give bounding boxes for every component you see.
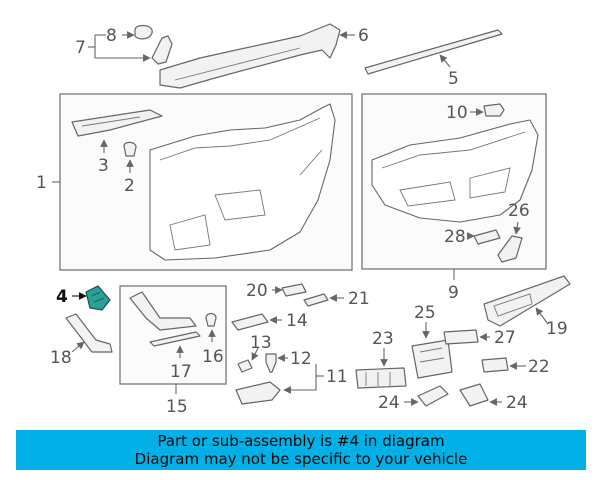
part-10-clip — [483, 103, 505, 117]
callout-22: 22 — [528, 357, 550, 377]
part-12-screw — [265, 353, 277, 373]
callout-5: 5 — [448, 69, 459, 89]
part-14-cover — [231, 313, 269, 331]
part-26-handle-bezel — [497, 235, 523, 263]
callout-26: 26 — [508, 201, 530, 221]
part-28-switch — [473, 229, 501, 245]
callout-27: 27 — [494, 328, 516, 348]
part-22-switch — [481, 357, 509, 373]
part-2-clip — [123, 141, 137, 157]
part-3-trim-piece — [71, 109, 163, 137]
part-5-weatherstrip — [364, 29, 503, 75]
callout-14: 14 — [286, 311, 308, 331]
part-8-clip — [134, 24, 153, 40]
part-16-clip — [205, 312, 217, 327]
part-11-handle — [235, 381, 281, 405]
callout-2: 2 — [124, 176, 135, 196]
callout-28: 28 — [444, 227, 466, 247]
callout-19: 19 — [546, 319, 568, 339]
part-20-cap — [281, 283, 307, 297]
callout-17: 17 — [170, 362, 192, 382]
callout-23: 23 — [372, 329, 394, 349]
part-7-bracket — [151, 35, 173, 65]
part-24-left — [417, 385, 449, 407]
callout-15: 15 — [166, 397, 188, 417]
part-6-upper-garnish — [159, 23, 341, 89]
callout-11: 11 — [326, 367, 348, 387]
notice-line-2: Diagram may not be specific to your vehi… — [134, 450, 468, 468]
callout-7: 7 — [75, 38, 86, 58]
rear-door-trim-panel — [371, 119, 539, 223]
part-21-cap — [303, 293, 329, 307]
callout-18: 18 — [50, 348, 72, 368]
front-door-trim-panel — [149, 103, 336, 261]
callout-24b: 24 — [506, 393, 528, 413]
part-23-switch-panel — [355, 367, 407, 389]
callout-24a: 24 — [378, 393, 400, 413]
part-4-highlighted-switch — [85, 285, 111, 311]
callout-25: 25 — [414, 303, 436, 323]
callout-12: 12 — [290, 349, 312, 369]
callout-1: 1 — [36, 173, 47, 193]
callout-21: 21 — [348, 289, 370, 309]
callout-20: 20 — [246, 281, 268, 301]
part-24-right — [459, 383, 489, 407]
part-13-clip — [237, 359, 253, 373]
callout-6: 6 — [358, 26, 369, 46]
part-27-switch — [443, 329, 479, 345]
callout-9: 9 — [448, 283, 459, 303]
callout-10: 10 — [446, 103, 468, 123]
notice-line-1: Part or sub-assembly is #4 in diagram — [157, 432, 445, 450]
callout-4: 4 — [56, 287, 68, 307]
part-25-switch-base — [411, 339, 453, 379]
callout-13: 13 — [250, 333, 272, 353]
callout-3: 3 — [98, 156, 109, 176]
part-15-bracket-assembly — [129, 291, 201, 347]
callout-16: 16 — [202, 347, 224, 367]
part-18-pillar-trim — [65, 313, 113, 353]
part-19-armrest-panel — [483, 275, 571, 327]
notice-banner: Part or sub-assembly is #4 in diagram Di… — [16, 430, 586, 470]
callout-8: 8 — [106, 26, 117, 46]
